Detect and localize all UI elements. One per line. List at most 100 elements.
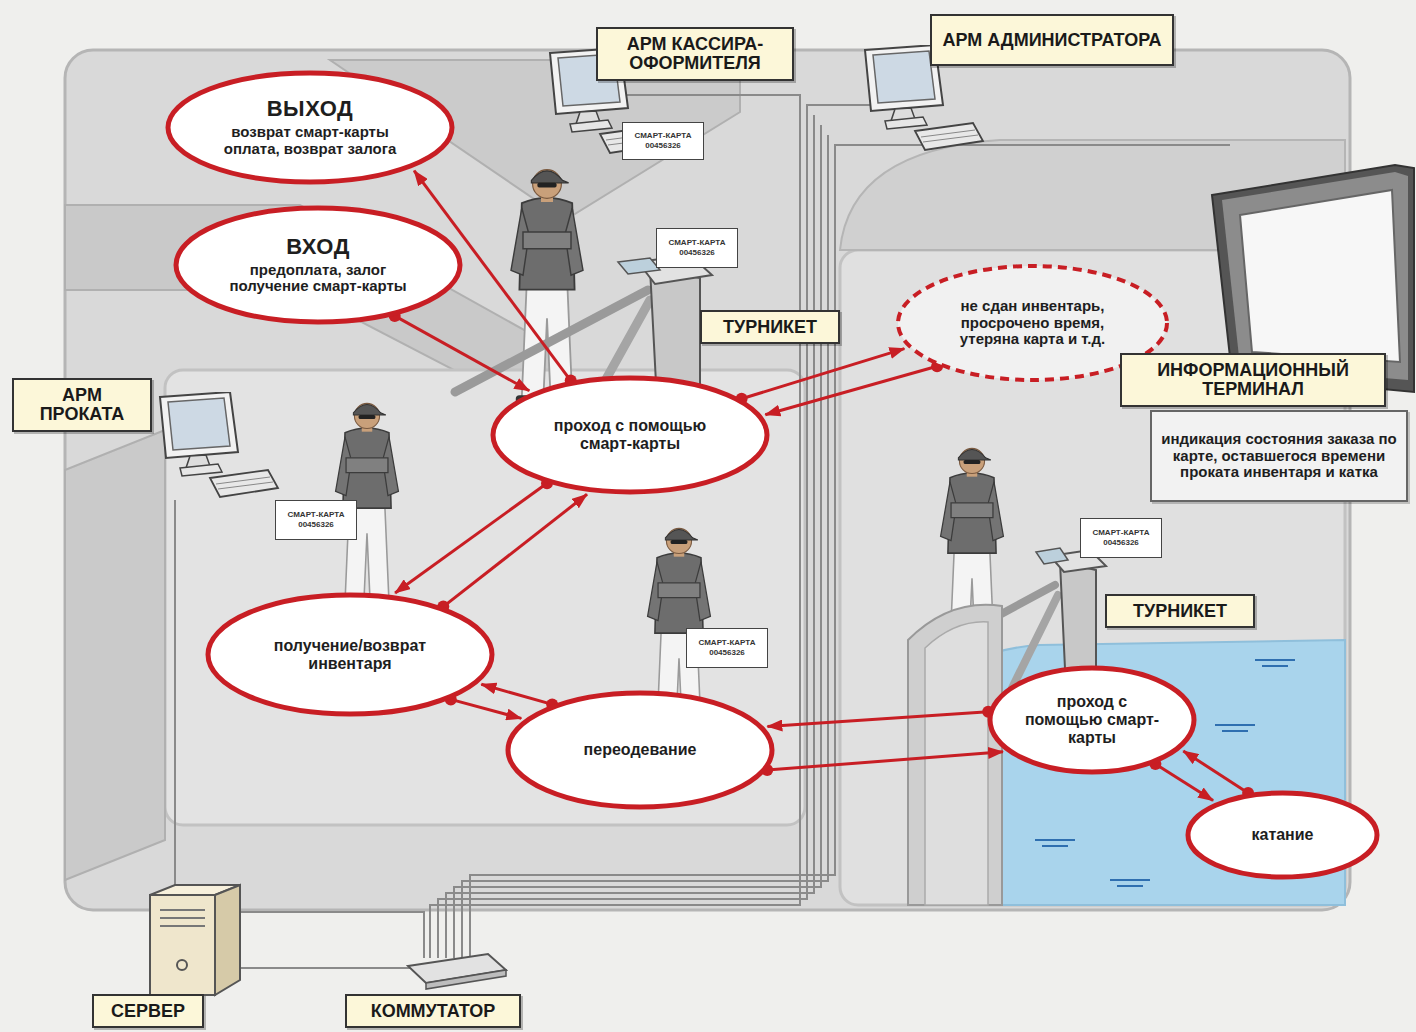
water-mark: [1215, 725, 1255, 731]
card-reader: [1036, 548, 1068, 564]
node-content: АРМ КАССИРА-ОФОРМИТЕЛЯ: [604, 35, 786, 73]
computer-icon: [160, 392, 278, 497]
flow-arrow: [395, 316, 530, 391]
node-text: АРМ КАССИРА-ОФОРМИТЕЛЯ: [604, 35, 786, 73]
node-content: СМАРТ-КАРТА 00456326: [690, 638, 764, 657]
info-box: индикация состояния заказа по карте, ост…: [1150, 410, 1408, 502]
ellipse-outline: [208, 595, 492, 714]
water-mark: [1035, 840, 1075, 846]
cable: [462, 135, 828, 958]
node-content: ТУРНИКЕТ: [1113, 602, 1247, 621]
server-front: [150, 895, 215, 995]
node-text: СМАРТ-КАРТА 00456326: [1084, 528, 1158, 547]
node-text: СМАРТ-КАРТА 00456326: [660, 238, 734, 257]
process-ellipse: переодевание: [505, 690, 775, 810]
node-content: не сдан инвентарь, просрочено время, уте…: [934, 298, 1132, 348]
ellipse-outline: [990, 668, 1194, 772]
smart-card: СМАРТ-КАРТА 00456326: [275, 500, 357, 540]
label-box: АРМ АДМИНИСТРАТОРА: [930, 14, 1174, 66]
smart-card: СМАРТ-КАРТА 00456326: [1080, 518, 1162, 558]
node-content: катание: [1212, 826, 1352, 844]
flow-arrow: [1183, 751, 1248, 793]
node-text: СМАРТ-КАРТА 00456326: [690, 638, 764, 657]
person-figure: [511, 170, 583, 406]
terminal-face: [1222, 172, 1408, 380]
counter: [65, 430, 165, 880]
ellipse-outline: [176, 208, 460, 322]
flow-arrow: [765, 366, 937, 415]
node-text: переодевание: [543, 741, 737, 759]
node-content: ИНФОРМАЦИОННЫЙ ТЕРМИНАЛ: [1128, 361, 1378, 399]
node-content: СМАРТ-КАРТА 00456326: [626, 131, 700, 150]
node-content: проход с помощью смарт-карты: [1016, 693, 1167, 747]
node-text: не сдан инвентарь, просрочено время, уте…: [934, 298, 1132, 348]
node-content: ВХОДпредоплата, залог получение смарт-ка…: [214, 235, 423, 295]
server-icon: [150, 885, 240, 995]
node-content: СЕРВЕР: [100, 1002, 196, 1021]
label-box: ТУРНИКЕТ: [1105, 594, 1255, 629]
node-text: КОММУТАТОР: [353, 1002, 513, 1021]
flow-arrow: [1155, 764, 1213, 801]
process-ellipse: проход с помощью смарт-карты: [490, 375, 770, 495]
cable: [454, 125, 821, 958]
node-content: АРМ ПРОКАТА: [20, 386, 144, 424]
node-content: СМАРТ-КАРТА 00456326: [1084, 528, 1158, 547]
label-box: АРМ ПРОКАТА: [12, 378, 152, 432]
flow-arrow: [767, 712, 988, 727]
label-box: КОММУТАТОР: [345, 994, 521, 1029]
node-content: СМАРТ-КАРТА 00456326: [279, 510, 353, 529]
node-heading: ВЫХОД: [206, 97, 415, 122]
flow-arrow: [395, 483, 547, 593]
label-box: ТУРНИКЕТ: [700, 310, 840, 345]
node-content: индикация состояния заказа по карте, ост…: [1158, 431, 1400, 481]
node-text: индикация состояния заказа по карте, ост…: [1158, 431, 1400, 481]
node-heading: ВХОД: [214, 235, 423, 260]
flow-arrow: [451, 699, 522, 718]
smart-card: СМАРТ-КАРТА 00456326: [686, 628, 768, 668]
server-slots: [160, 910, 205, 926]
cables: [175, 95, 1230, 968]
ellipse-outline: [508, 693, 772, 807]
node-text: ИНФОРМАЦИОННЫЙ ТЕРМИНАЛ: [1128, 361, 1378, 399]
process-ellipse: ВЫХОДвозврат смарт-карты оплата, возврат…: [165, 70, 455, 185]
rink-gate: [925, 622, 988, 905]
process-ellipse: проход с помощью смарт-карты: [987, 665, 1197, 775]
water-mark: [1110, 880, 1150, 886]
smart-card: СМАРТ-КАРТА 00456326: [656, 228, 738, 268]
node-content: АРМ АДМИНИСТРАТОРА: [938, 31, 1166, 50]
server-side: [215, 885, 240, 995]
cable: [446, 115, 814, 958]
process-ellipse: ВХОДпредоплата, залог получение смарт-ка…: [173, 205, 463, 325]
water-mark: [1255, 660, 1295, 666]
label-box: АРМ КАССИРА-ОФОРМИТЕЛЯ: [596, 27, 794, 81]
node-text: возврат смарт-карты оплата, возврат зало…: [206, 124, 415, 158]
node-content: переодевание: [543, 741, 737, 759]
flow-arrow: [443, 494, 587, 606]
node-content: КОММУТАТОР: [353, 1002, 513, 1021]
ellipse-outline: [168, 73, 452, 182]
flow-arrow: [481, 684, 552, 704]
node-content: получение/возврат инвентаря: [246, 637, 455, 673]
label-box: СЕРВЕР: [92, 994, 204, 1029]
node-content: ТУРНИКЕТ: [708, 318, 832, 337]
cable: [470, 145, 1230, 958]
ellipse-outline: [493, 378, 767, 492]
node-text: проход с помощью смарт-карты: [529, 417, 731, 453]
room: [165, 370, 805, 825]
node-text: проход с помощью смарт-карты: [1016, 693, 1167, 747]
node-text: катание: [1212, 826, 1352, 844]
node-text: СМАРТ-КАРТА 00456326: [626, 131, 700, 150]
node-text: ТУРНИКЕТ: [708, 318, 832, 337]
node-text: СМАРТ-КАРТА 00456326: [279, 510, 353, 529]
label-box: ИНФОРМАЦИОННЫЙ ТЕРМИНАЛ: [1120, 353, 1386, 407]
server-button: [177, 960, 187, 970]
ellipse-outline: [1188, 793, 1377, 877]
node-text: СЕРВЕР: [100, 1002, 196, 1021]
terminal-screen: [1240, 190, 1400, 362]
cable: [438, 105, 880, 958]
flow-arrow: [767, 752, 1003, 770]
node-text: предоплата, залог получение смарт-карты: [214, 262, 423, 296]
card-reader: [618, 258, 660, 274]
node-content: СМАРТ-КАРТА 00456326: [660, 238, 734, 257]
